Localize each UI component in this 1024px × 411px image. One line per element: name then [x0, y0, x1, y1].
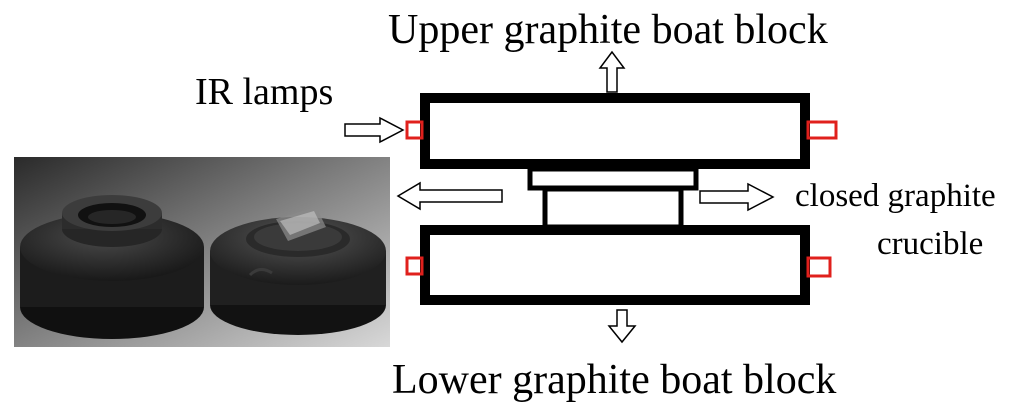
boat-schematic [344, 50, 838, 344]
crucible-right-half [210, 207, 386, 335]
crucible-lid [527, 166, 699, 191]
ir-lamps-label: IR lamps [195, 71, 334, 113]
ir-lamp-upper-right [806, 120, 838, 140]
arrow-right-icon [699, 182, 775, 212]
crucible-photo [14, 157, 390, 347]
closed-graphite-label: closed graphite [795, 178, 996, 214]
lower-block-label: Lower graphite boat block [392, 357, 837, 403]
arrow-up-icon [598, 50, 626, 93]
lower-graphite-block [420, 225, 810, 305]
crucible-left-half [20, 195, 204, 339]
arrow-right-icon [344, 116, 405, 144]
ir-lamp-lower-right [806, 256, 832, 278]
crucible-label: crucible [877, 226, 984, 262]
ir-lamp-lower-left [405, 256, 424, 276]
arrow-left-icon [396, 181, 503, 211]
ir-lamp-upper-left [405, 120, 424, 140]
upper-block-label: Upper graphite boat block [388, 7, 828, 53]
arrow-down-icon [607, 309, 637, 344]
crucible-body [542, 186, 684, 230]
upper-graphite-block [420, 93, 810, 169]
